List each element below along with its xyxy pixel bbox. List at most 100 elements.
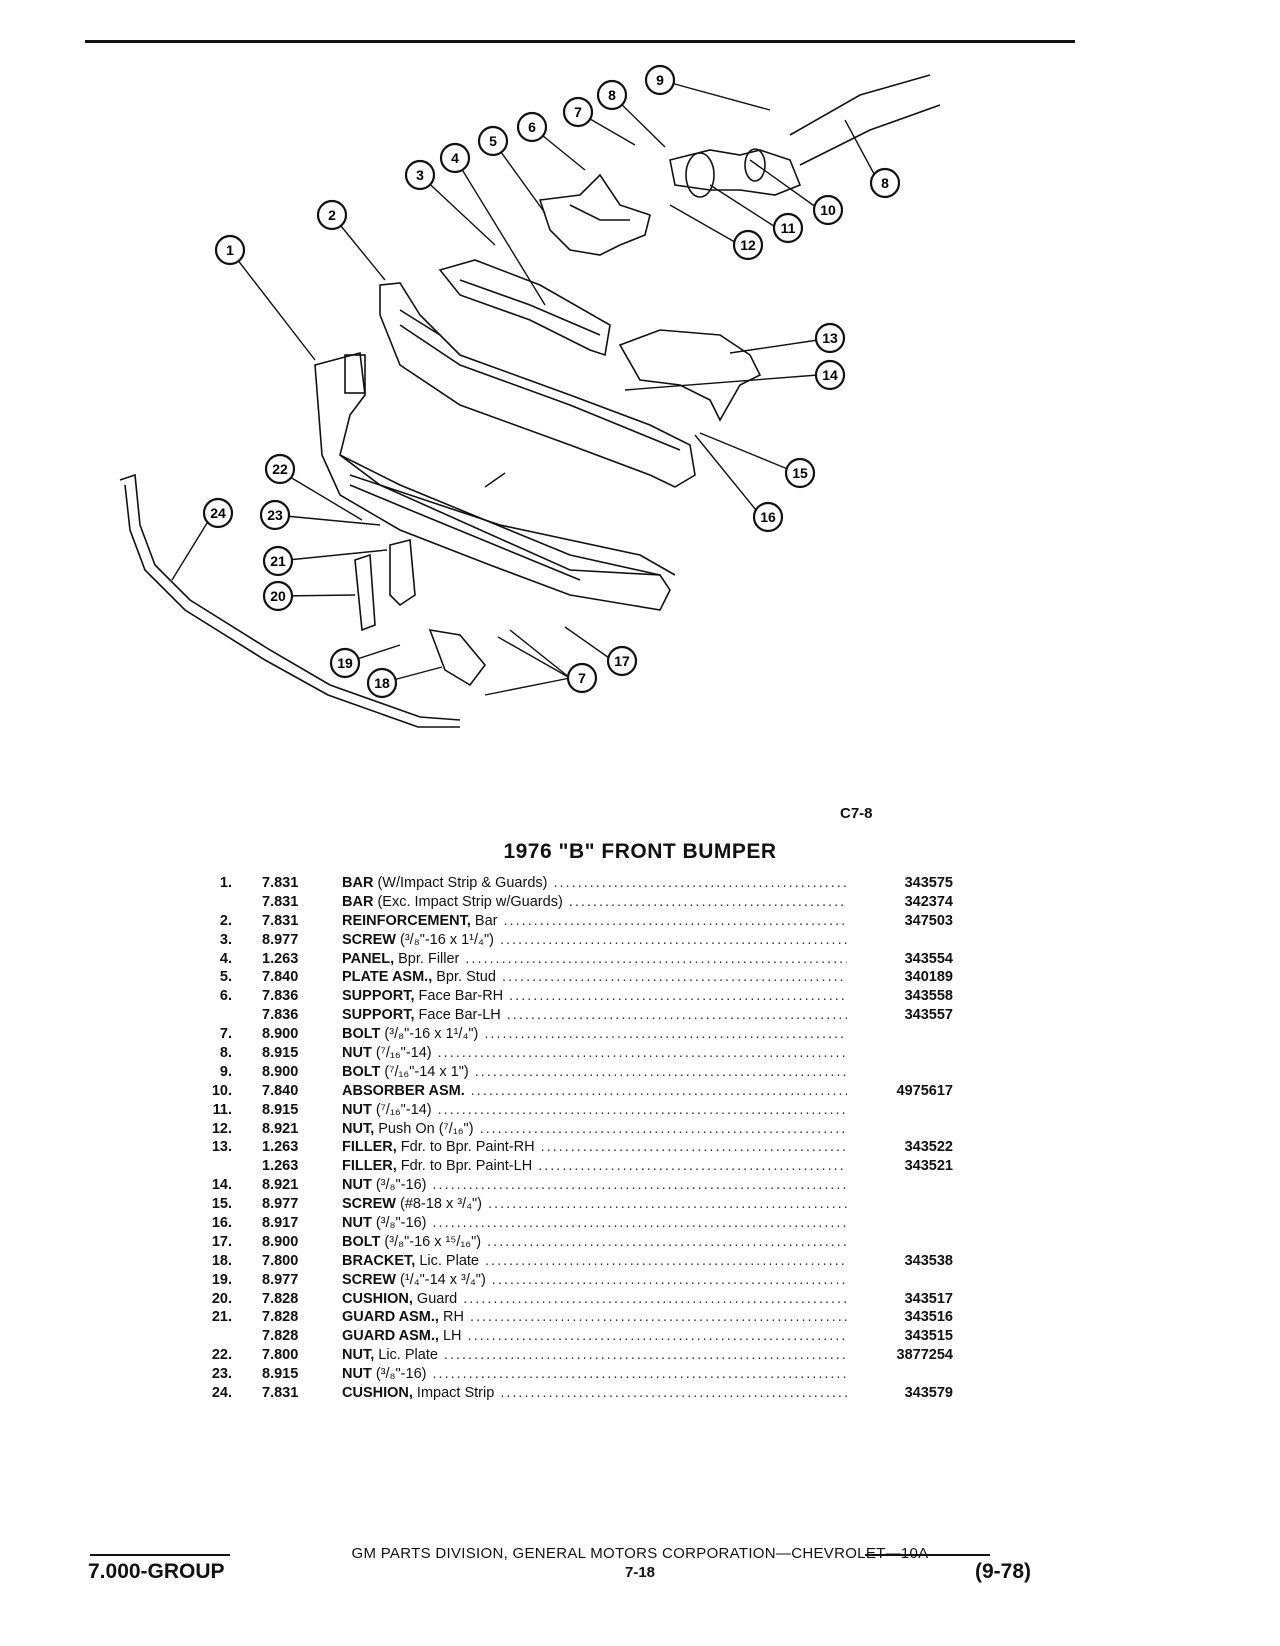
callout-1: 1: [214, 234, 246, 266]
group-number: 8.921: [262, 1120, 299, 1137]
group-number: 7.840: [262, 1082, 299, 1099]
callout-5: 5: [477, 125, 509, 157]
part-number: 343575: [904, 875, 953, 891]
part-detail: (#8-18 x ³/₄"): [395, 1196, 482, 1213]
svg-text:22: 22: [272, 461, 288, 477]
group-number: 8.915: [262, 1045, 299, 1062]
callout-11: 11: [772, 212, 804, 244]
svg-text:19: 19: [337, 655, 353, 671]
leader-dots: ........................................…: [491, 1271, 847, 1288]
catalog-title: 1976 "B" FRONT BUMPER: [503, 840, 777, 863]
callout-18: 18: [366, 667, 398, 699]
part-description: NUT (⁷/₁₆"-14) .........................…: [342, 1101, 847, 1120]
item-number: 19.: [211, 1271, 232, 1288]
part-description: ABSORBER ASM. ..........................…: [342, 1082, 847, 1101]
part-number: 343554: [904, 950, 953, 967]
part-name: CUSHION,: [342, 1385, 413, 1402]
part-detail: Push On (⁷/₁₆"): [374, 1120, 474, 1137]
item-number: 16.: [211, 1215, 232, 1232]
group-number: 7.828: [262, 1309, 299, 1326]
part-detail: Face Bar-RH: [414, 988, 504, 1005]
svg-text:18: 18: [374, 675, 390, 691]
part-name: SCREW: [342, 1271, 396, 1288]
svg-text:17: 17: [614, 653, 630, 669]
group-number: 1.263: [262, 1158, 299, 1175]
callout-16: 16: [752, 501, 784, 533]
part-number: 340189: [904, 969, 953, 986]
reinforcement-drawing: [379, 282, 696, 488]
item-number: 2.: [219, 912, 232, 929]
part-description: BOLT (³/₈"-16 x ¹⁵/₁₆") ................…: [342, 1233, 847, 1252]
group-number: 8.900: [262, 1026, 299, 1043]
part-detail: Bpr. Stud: [432, 969, 496, 986]
callout-6: 6: [516, 111, 548, 143]
leader-dots: ........................................…: [485, 1252, 847, 1269]
part-detail: (³/₈"-16 x 1¹/₄"): [395, 931, 494, 948]
face-bar-drawing: [314, 351, 676, 611]
callout-15: 15: [784, 457, 816, 489]
guard-drawing: [354, 538, 487, 687]
part-description: NUT (⁷/₁₆"-14) .........................…: [342, 1044, 847, 1063]
group-number: 7.831: [262, 1385, 299, 1402]
leader-dots: ........................................…: [506, 1007, 847, 1024]
group-number: 7.836: [262, 988, 299, 1005]
group-number: 8.915: [262, 1366, 299, 1383]
leader-dots: ........................................…: [540, 1139, 847, 1156]
absorber-drawing: [669, 74, 941, 198]
callout-19: 19: [329, 647, 361, 679]
part-number: 343516: [904, 1309, 953, 1326]
leader-dots: ........................................…: [432, 1177, 848, 1194]
part-name: ABSORBER ASM.: [342, 1082, 465, 1099]
leader-dots: ........................................…: [487, 1233, 847, 1250]
part-name: NUT: [342, 1366, 372, 1383]
callout-8: 8: [869, 167, 901, 199]
callout-14: 14: [814, 359, 846, 391]
part-description: GUARD ASM., LH .........................…: [342, 1327, 847, 1346]
part-detail: (Exc. Impact Strip w/Guards): [373, 893, 563, 910]
part-number: 3877254: [896, 1347, 953, 1364]
footer-page-number: 7-18: [624, 1564, 656, 1581]
part-name: SUPPORT,: [342, 988, 415, 1005]
group-number: 7.800: [262, 1252, 299, 1269]
group-number: 7.800: [262, 1347, 299, 1364]
callout-layer: 1234567891011121314151617181920212223247…: [202, 64, 901, 699]
part-description: BAR (Exc. Impact Strip w/Guards) .......…: [342, 893, 847, 912]
part-name: NUT,: [342, 1347, 375, 1364]
part-number: 343521: [904, 1158, 953, 1175]
part-description: NUT (³/₈"-16) ..........................…: [342, 1365, 847, 1384]
item-number: 10.: [211, 1082, 232, 1099]
part-detail: (⁷/₁₆"-14): [371, 1045, 432, 1062]
group-number: 8.921: [262, 1177, 299, 1194]
part-description: SCREW (³/₈"-16 x 1¹/₄") ................…: [342, 931, 847, 950]
part-number: 343522: [904, 1139, 953, 1156]
part-name: SCREW: [342, 1196, 396, 1213]
bumper-drawing: 1234567891011121314151617181920212223247…: [119, 64, 941, 728]
svg-text:23: 23: [267, 507, 283, 523]
callout-4: 4: [439, 142, 471, 174]
part-description: BRACKET, Lic. Plate ....................…: [342, 1252, 847, 1271]
part-name: BAR: [342, 875, 374, 891]
leader-lines: [171, 79, 881, 696]
impact-strip-drawing: [119, 473, 461, 728]
group-number: 7.836: [262, 1007, 299, 1024]
svg-text:4: 4: [451, 150, 459, 166]
item-number: 23.: [211, 1366, 232, 1383]
group-number: 7.840: [262, 969, 299, 986]
support-drawing: [538, 173, 651, 256]
part-description: CUSHION, Guard .........................…: [342, 1290, 847, 1309]
part-name: GUARD ASM.,: [342, 1309, 439, 1326]
part-name: NUT: [342, 1045, 372, 1062]
